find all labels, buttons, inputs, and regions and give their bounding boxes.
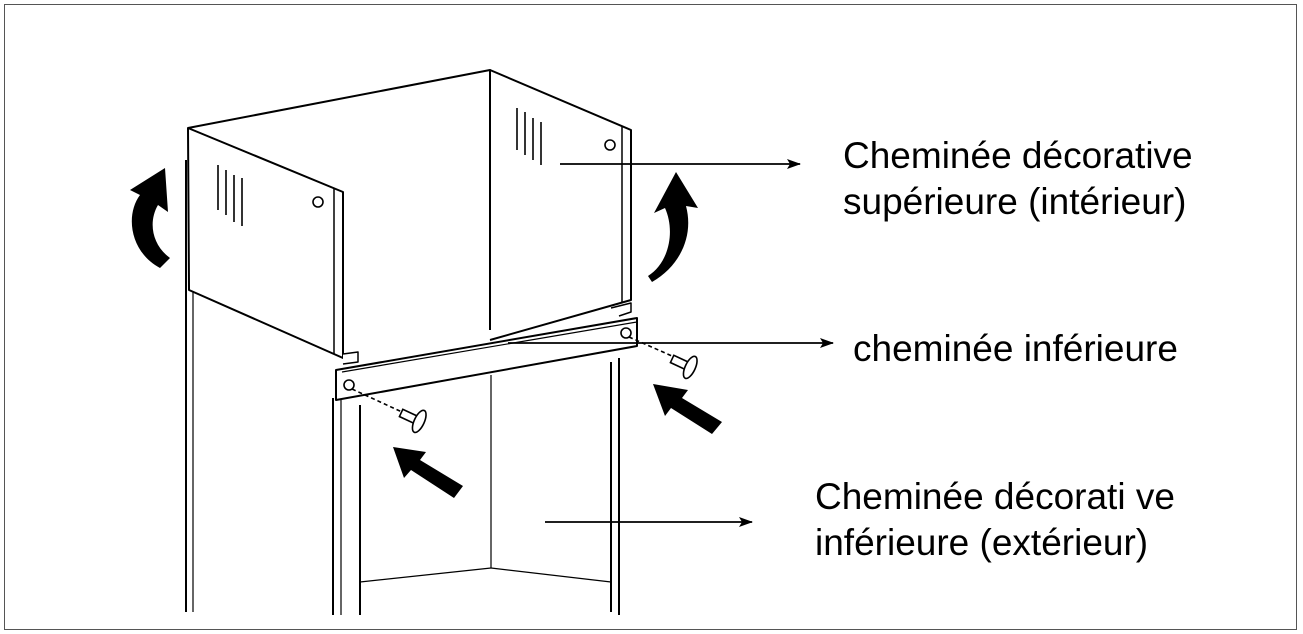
bracket-face	[335, 317, 638, 401]
bracket	[335, 317, 638, 401]
push-arrow-right-icon	[653, 384, 722, 434]
bracket-hole-left	[343, 379, 355, 391]
upper-right-panel	[489, 69, 632, 341]
left-screw-hole	[312, 196, 324, 208]
label-outer-chimney: Cheminée décorati ve inférieure (extérie…	[815, 474, 1175, 566]
screw-left	[398, 408, 427, 434]
upper-inner-chimney	[187, 69, 632, 365]
outer-bottom-right	[490, 567, 612, 583]
upper-left-tab	[342, 351, 359, 365]
bracket-top-edge	[341, 321, 638, 373]
label-outer-chimney-line2: inférieure (extérieur)	[815, 522, 1149, 563]
label-upper-chimney-line2: supérieure (intérieur)	[843, 181, 1187, 222]
upper-left-panel	[187, 127, 344, 359]
label-lower-chimney: cheminée inférieure	[853, 328, 1178, 369]
upper-right-tab	[610, 302, 632, 317]
push-arrow-left-icon	[393, 447, 463, 498]
screw-left-path	[351, 388, 403, 413]
screws	[351, 336, 698, 434]
right-screw-hole	[604, 139, 616, 151]
curved-arrow-left-icon	[130, 168, 170, 268]
label-outer-chimney-line1: Cheminée décorati ve	[815, 476, 1175, 517]
diagram-frame	[4, 4, 1297, 630]
label-upper-chimney-line1: Cheminée décorative	[843, 135, 1193, 176]
bracket-hole-right	[620, 327, 632, 339]
screw-right	[669, 354, 698, 380]
outer-bottom-left	[359, 567, 492, 583]
label-upper-chimney: Cheminée décorative supérieure (intérieu…	[843, 133, 1193, 225]
direction-arrows	[130, 168, 722, 498]
curved-arrow-right-icon	[648, 172, 698, 282]
leader-lines	[508, 159, 834, 527]
screw-right-path	[628, 336, 673, 357]
